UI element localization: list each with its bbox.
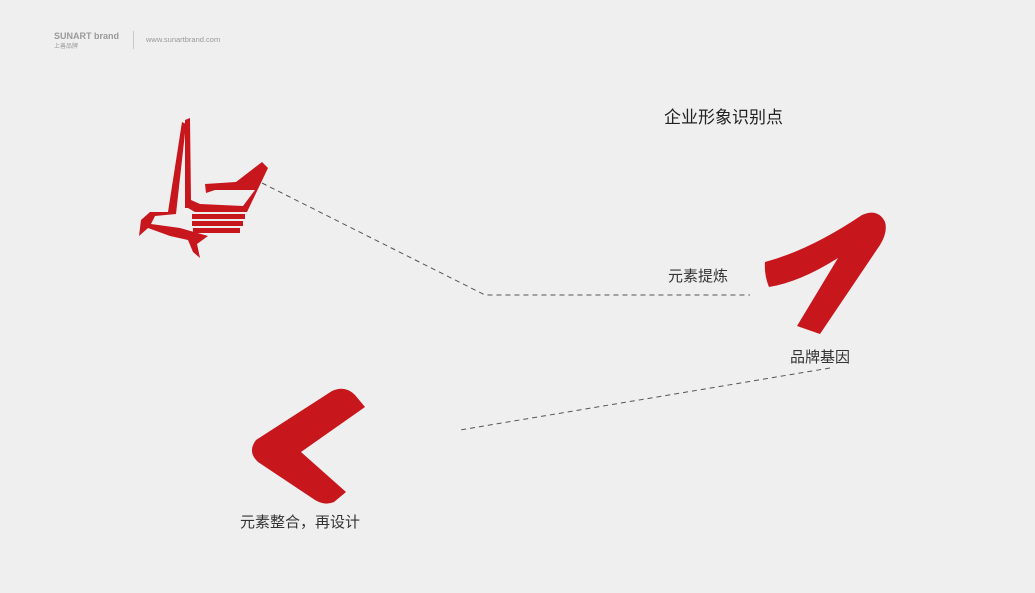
connector-line-redesign [459, 367, 831, 431]
brand-gene-shape-icon [764, 212, 886, 334]
redesign-shape-icon [251, 388, 365, 504]
brand-name: SUNART brand [54, 31, 119, 41]
label-brand-gene: 品牌基因 [790, 348, 851, 366]
header-divider [133, 31, 134, 49]
connector-line-extraction [261, 182, 750, 296]
page-title: 企业形象识别点 [664, 108, 783, 128]
original-logo-icon [139, 118, 268, 258]
label-extraction: 元素提炼 [668, 267, 729, 285]
brand-subtitle: 上善品牌 [54, 43, 79, 50]
label-redesign: 元素整合，再设计 [240, 513, 361, 531]
website-link[interactable]: www.sunartbrand.com [146, 35, 221, 44]
